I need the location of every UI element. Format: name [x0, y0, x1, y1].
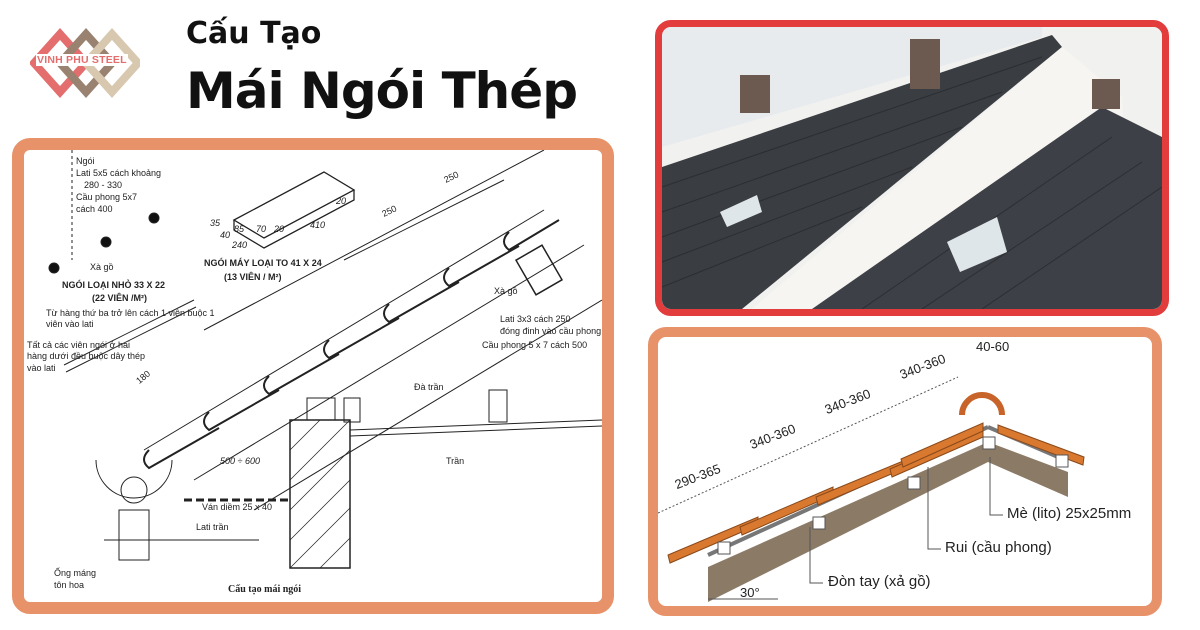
callout-gutter-2: tôn hoa — [54, 580, 85, 590]
callout-ceiling: Trần — [446, 456, 465, 466]
callout-rafter: Cầu phong 5 x 7 cách 500 — [482, 340, 588, 350]
roof-photo-illustration — [662, 27, 1162, 309]
callout-batten: Lati 3x3 cách 250 — [500, 314, 571, 324]
roof-tile-dimensions-panel: 290-365 340-360 340-360 340-360 40-60 30… — [648, 327, 1162, 616]
callout-gutter: Ống máng — [54, 568, 97, 578]
tile-dim-20: 20 — [274, 224, 285, 234]
roof-cross-section-drawing — [658, 376, 1085, 602]
tile-dim-85: 85 — [234, 224, 245, 234]
callout-purlin: Xà gồ — [494, 286, 518, 296]
logo-text: VINH PHU STEEL — [36, 54, 128, 66]
tile-dim-40: 40 — [220, 230, 231, 240]
roof-sketch-drawing — [48, 150, 602, 569]
large-tile-drawing — [232, 171, 356, 249]
label-purlin: Đòn tay (xả gồ) — [828, 573, 931, 590]
note-bottom-rows: Tất cả các viên ngói ở hai hàng dưới đều… — [27, 340, 146, 373]
roof-structure-sketch-panel: Ngói Lati 5x5 cách khoảng 280 - 330 Cầu … — [12, 138, 614, 614]
label-lath-range: 280 - 330 — [84, 180, 123, 190]
small-tile-name: NGÓI LOẠI NHỎ 33 X 22 — [62, 280, 166, 290]
large-tile-density: (13 VIÊN / M²) — [224, 272, 282, 282]
page-subtitle: Cấu Tạo — [186, 16, 322, 51]
steel-tile-roof-photo — [655, 20, 1169, 316]
large-tile-name: NGÓI MÁY LOẠI TO 41 X 24 — [204, 258, 322, 268]
small-tile-density: (22 VIÊN /M²) — [92, 293, 148, 303]
label-lath-spacing: Lati 5x5 cách khoảng — [76, 168, 162, 178]
dim-500-600: 500 ÷ 600 — [220, 456, 260, 466]
label-tile: Ngói — [76, 156, 95, 166]
tile-dim-20b: 20 — [336, 196, 347, 206]
tile-dim-35: 35 — [210, 218, 221, 228]
tile-dim-240: 240 — [232, 240, 248, 250]
page-title: Mái Ngói Thép — [186, 62, 578, 120]
callout-ceiling-lath: Lati trần — [196, 522, 229, 532]
label-rafter-spacing: cách 400 — [76, 204, 113, 214]
tile-dim-70: 70 — [256, 224, 267, 234]
tile-dim-410: 410 — [310, 220, 326, 230]
callout-batten-nailing: đóng đinh vào cầu phong — [500, 326, 602, 336]
label-rafter: Rui (cầu phong) — [945, 539, 1052, 556]
note-row-three: Từ hàng thứ ba trở lên cách 1 viên buộc … — [46, 308, 215, 330]
callout-ceiling-beam: Đà trần — [414, 382, 444, 392]
roof-angle: 30° — [740, 585, 760, 600]
label-batten: Mè (lito) 25x25mm — [1007, 505, 1132, 522]
callout-fascia: Ván diềm 25 x 40 — [202, 502, 273, 512]
label-purlin-small: Xà gồ — [90, 262, 114, 272]
sketch-caption: Cấu tạo mái ngói — [228, 584, 302, 595]
dim-ridge-gap: 40-60 — [976, 339, 1010, 354]
label-rafter: Cầu phong 5x7 — [76, 192, 138, 202]
